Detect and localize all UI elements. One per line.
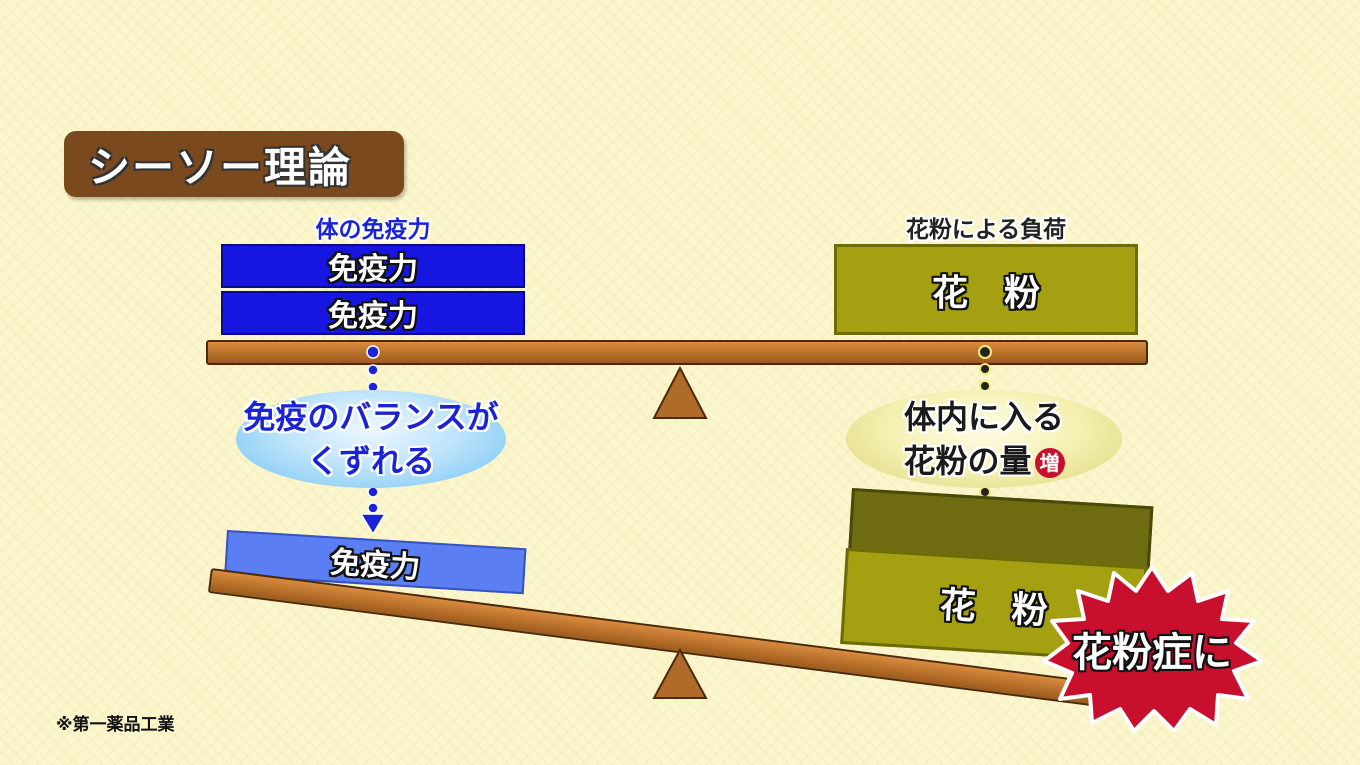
pollen-increase-line1: 体内に入る — [903, 398, 1064, 436]
pollen-increase-bubble: 体内に入る 花粉の量増 — [846, 390, 1122, 488]
immunity-label: 体の免疫力 — [315, 217, 431, 243]
pollen-block: 花 粉 — [834, 244, 1138, 335]
immunity-block-top: 免疫力 — [221, 244, 525, 288]
immunity-block-reduced-text: 免疫力 — [329, 545, 422, 586]
pollen-load-label: 花粉による負荷 — [905, 217, 1067, 243]
hay-fever-burst — [1042, 565, 1264, 733]
pollen-increase-line2-text: 花粉の量 — [903, 442, 1032, 480]
immunity-block-top-text: 免疫力 — [328, 252, 418, 287]
seesaw-beam-balanced — [206, 340, 1148, 365]
pollen-increase-line2: 花粉の量増 — [903, 439, 1065, 483]
source-note: ※第一薬品工業 — [56, 715, 175, 735]
pollen-block-text: 花 粉 — [931, 272, 1040, 314]
fulcrum-top — [652, 366, 708, 419]
immunity-block-bottom: 免疫力 — [221, 291, 525, 335]
title-banner: シーソー理論 — [64, 131, 404, 197]
page-title: シーソー理論 — [88, 142, 353, 192]
fulcrum-bottom — [652, 648, 708, 699]
left-arrow — [360, 345, 387, 536]
imbalance-line2: くずれる — [306, 442, 435, 480]
hay-fever-burst-text: 花粉症に — [1072, 630, 1232, 676]
imbalance-bubble: 免疫のバランスが くずれる — [236, 390, 506, 488]
imbalance-line1: 免疫のバランスが — [243, 398, 499, 436]
hay-fever-burst-label-wrap: 花粉症に — [1040, 620, 1264, 678]
increase-badge: 増 — [1034, 448, 1065, 478]
immunity-block-bottom-text: 免疫力 — [328, 299, 418, 334]
pollen-block-heavy-text: 花 粉 — [938, 584, 1049, 633]
